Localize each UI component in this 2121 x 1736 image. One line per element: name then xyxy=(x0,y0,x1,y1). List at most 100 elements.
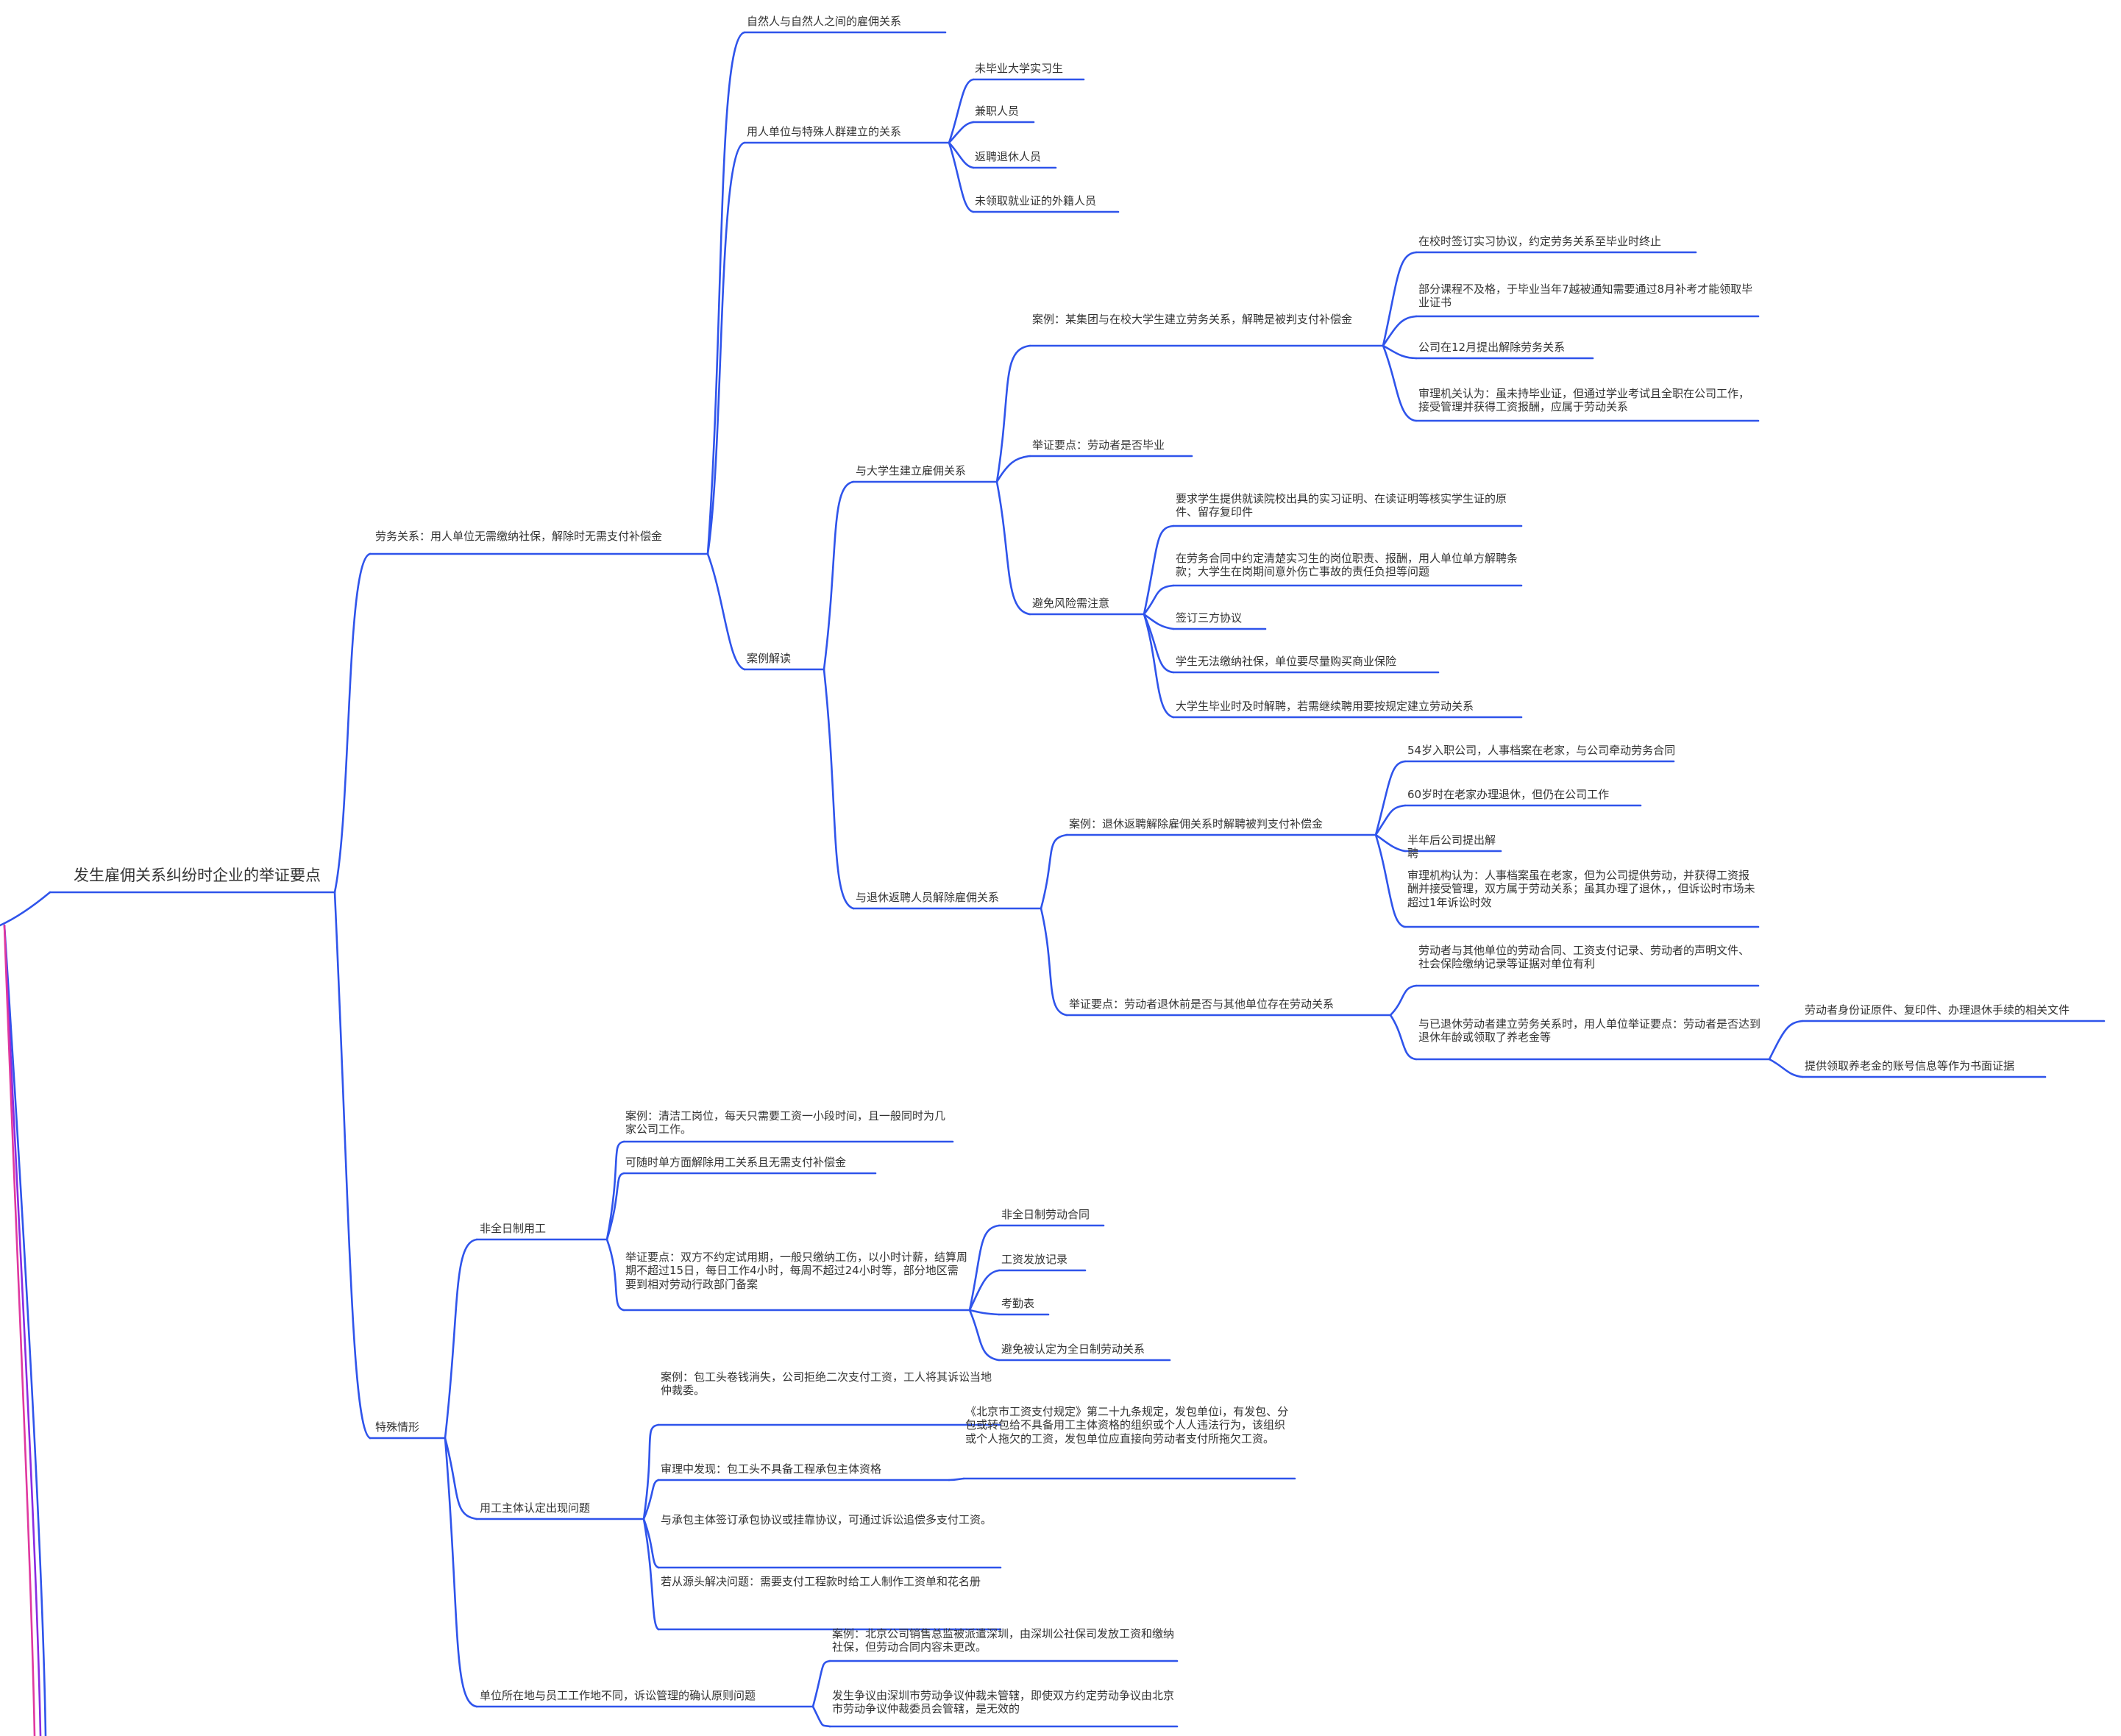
edge-em-trial xyxy=(642,1479,660,1520)
edge-left-branch-magenta xyxy=(3,924,36,1736)
edge-rtc-item2 xyxy=(1374,804,1407,836)
node-natural-person[interactable]: 自然人与自然人之间的雇佣关系 xyxy=(747,15,902,28)
node-risk-item[interactable]: 在劳务合同中约定清楚实习生的岗位职责、报酬，用人单位单方解聘条款；大学生在岗期间… xyxy=(1176,552,1518,579)
edge-stc-item2 xyxy=(1382,315,1418,347)
edge-labor-to-natural xyxy=(706,31,746,555)
edge-em-source xyxy=(642,1518,660,1631)
edge-pte-item3 xyxy=(968,1309,1001,1316)
edge-sg-item1 xyxy=(948,78,975,144)
node-students[interactable]: 与大学生建立雇佣关系 xyxy=(856,464,967,477)
edge-rtc-item3 xyxy=(1374,833,1407,853)
edge-pte-item4 xyxy=(968,1309,1001,1362)
edge-risk-item3 xyxy=(1143,613,1175,630)
node-retirees-evidence-item[interactable]: 劳动者与其他单位的劳动合同、工资支付记录、劳动者的声明文件、社会保险缴纳记录等证… xyxy=(1418,944,1750,971)
node-part-time-evidence[interactable]: 举证要点：双方不约定试用期，一般只缴纳工伤，以小时计薪，结算周期不超过15日，每… xyxy=(625,1251,968,1291)
node-special-groups-item[interactable]: 未领取就业证的外籍人员 xyxy=(975,194,1097,207)
edge-em-trial-rule xyxy=(948,1477,965,1481)
edge-stc-item3 xyxy=(1382,344,1418,360)
edge-risk-item1 xyxy=(1143,524,1175,616)
edge-labor-to-special-groups xyxy=(706,141,746,555)
node-retirees-evidence-subitem[interactable]: 劳动者身份证原件、复印件、办理退休手续的相关文件 xyxy=(1805,1003,2070,1017)
node-retirees-case-item[interactable]: 半年后公司提出解聘 xyxy=(1407,833,1496,861)
node-part-time-terminate[interactable]: 可随时单方面解除用工关系且无需支付补偿金 xyxy=(625,1156,847,1169)
node-labor-relations[interactable]: 劳务关系：用人单位无需缴纳社保，解除时无需支付补偿金 xyxy=(375,530,663,543)
edge-cs-to-retirees xyxy=(823,668,855,910)
node-retirees-evidence-subitem[interactable]: 提供领取养老金的账号信息等作为书面证据 xyxy=(1805,1059,2015,1072)
edge-st-to-evidence xyxy=(995,455,1031,483)
node-retirees-case-item[interactable]: 审理机构认为：人事档案虽在老家，但为公司提供劳动，并获得工资报酬并接受管理，双方… xyxy=(1407,869,1755,909)
node-part-time-evidence-item[interactable]: 考勤表 xyxy=(1001,1297,1035,1310)
edge-em-case xyxy=(642,1423,660,1520)
node-part-time-evidence-item[interactable]: 非全日制劳动合同 xyxy=(1001,1208,1090,1221)
edge-sg-item4 xyxy=(948,141,975,213)
node-students-case[interactable]: 案例：某集团与在校大学生建立劳务关系，解聘是被判支付补偿金 xyxy=(1032,313,1353,326)
edge-root-to-labor xyxy=(333,552,372,894)
edge-rt-to-evidence xyxy=(1040,907,1068,1017)
edge-loc-case xyxy=(811,1659,831,1708)
node-students-case-item[interactable]: 部分课程不及格，于毕业当年7越被通知需要通过8月补考才能领取毕业证书 xyxy=(1418,282,1753,310)
edge-pte-item1 xyxy=(968,1224,1001,1312)
edge-pt-case xyxy=(605,1140,625,1241)
edge-st-to-case xyxy=(995,344,1031,483)
node-employer-subject[interactable]: 用工主体认定出现问题 xyxy=(480,1501,591,1515)
node-case-study[interactable]: 案例解读 xyxy=(747,652,792,665)
edge-sg-item3 xyxy=(948,141,975,169)
node-risk-item[interactable]: 学生无法缴纳社保，单位要尽量购买商业保险 xyxy=(1176,655,1397,668)
edge-labor-to-case-study xyxy=(706,552,746,671)
edge-sp-to-employer xyxy=(444,1437,478,1520)
node-special-groups[interactable]: 用人单位与特殊人群建立的关系 xyxy=(747,125,902,138)
node-retirees-evidence-item[interactable]: 与已退休劳动者建立劳务关系时，用人单位举证要点：劳动者是否达到退休年龄或领取了养… xyxy=(1418,1017,1761,1045)
node-special-groups-item[interactable]: 返聘退休人员 xyxy=(975,150,1042,163)
node-part-time-case[interactable]: 案例：清洁工岗位，每天只需要工资一小段时间，且一般同时为几家公司工作。 xyxy=(625,1109,946,1136)
node-risk-item[interactable]: 大学生毕业时及时解聘，若需继续聘用要按规定建立劳动关系 xyxy=(1176,700,1474,713)
node-location-case[interactable]: 案例：北京公司销售总监被派遣深圳，由深圳公社保司发放工资和缴纳社保，但劳动合同内… xyxy=(832,1627,1175,1654)
edge-sp-to-part-time xyxy=(444,1238,478,1440)
edge-sp-to-location xyxy=(444,1437,478,1708)
node-special-groups-item[interactable]: 兼职人员 xyxy=(975,104,1020,118)
edge-pte-item2 xyxy=(968,1269,1001,1312)
node-employer-contract[interactable]: 与承包主体签订承包协议或挂靠协议，可通过诉讼追偿多支付工资。 xyxy=(661,1513,992,1526)
node-students-case-item[interactable]: 公司在12月提出解除劳务关系 xyxy=(1418,341,1566,354)
node-root[interactable]: 发生雇佣关系纠纷时企业的举证要点 xyxy=(74,867,321,884)
edge-risk-item5 xyxy=(1143,613,1175,719)
node-part-time-evidence-item[interactable]: 工资发放记录 xyxy=(1001,1253,1068,1266)
node-part-time-evidence-item[interactable]: 避免被认定为全日制劳动关系 xyxy=(1001,1342,1145,1356)
node-students-case-item[interactable]: 审理机关认为：虽未持毕业证，但通过学业考试且全职在公司工作，接受管理并获得工资报… xyxy=(1418,387,1750,414)
edge-root-to-special xyxy=(333,891,372,1440)
node-employer-trial[interactable]: 审理中发现：包工头不具备工程承包主体资格 xyxy=(661,1462,882,1476)
node-risk-item[interactable]: 要求学生提供就读院校出具的实习证明、在读证明等核实学生证的原件、留存复印件 xyxy=(1176,492,1507,519)
node-location[interactable]: 单位所在地与员工工作地不同，诉讼管理的确认原则问题 xyxy=(480,1689,756,1702)
node-location-result[interactable]: 发生争议由深圳市劳动争议仲裁未管辖，即使双方约定劳动争议由北京市劳动争议仲裁委员… xyxy=(832,1689,1175,1716)
edge-stc-item1 xyxy=(1382,251,1418,347)
edge-loc-result xyxy=(811,1705,831,1728)
edge-cs-to-students xyxy=(823,480,855,671)
edge-rt-to-case xyxy=(1040,833,1068,910)
node-retirees-case-item[interactable]: 60岁时在老家办理退休，但仍在公司工作 xyxy=(1407,788,1610,801)
node-retirees-evidence[interactable]: 举证要点：劳动者退休前是否与其他单位存在劳动关系 xyxy=(1069,997,1335,1011)
node-employer-source[interactable]: 若从源头解决问题：需要支付工程款时给工人制作工资单和花名册 xyxy=(661,1575,981,1588)
edge-left-branch-purple xyxy=(3,924,42,1736)
edge-rte2-sub2 xyxy=(1768,1058,1804,1078)
node-employer-case[interactable]: 案例：包工头卷钱消失，公司拒绝二次支付工资，工人将其诉讼当地仲裁委。 xyxy=(661,1370,992,1398)
edge-risk-item4 xyxy=(1143,613,1175,674)
edge-rte-item1 xyxy=(1389,984,1418,1017)
node-employer-trial-rule[interactable]: 《北京市工资支付规定》第二十九条规定，发包单位i，有发包、分包或转包给不具备用工… xyxy=(965,1405,1289,1445)
edge-root-left-stub xyxy=(0,891,51,927)
edge-pt-evidence xyxy=(605,1238,625,1312)
node-students-case-item[interactable]: 在校时签订实习协议，约定劳务关系至毕业时终止 xyxy=(1418,235,1662,248)
node-special-cases[interactable]: 特殊情形 xyxy=(375,1420,420,1434)
node-retirees[interactable]: 与退休返聘人员解除雇佣关系 xyxy=(856,891,1000,904)
node-risk-item[interactable]: 签订三方协议 xyxy=(1176,611,1243,625)
edge-rte-item2 xyxy=(1389,1014,1418,1061)
edge-risk-item2 xyxy=(1143,584,1175,616)
node-students-evidence[interactable]: 举证要点：劳动者是否毕业 xyxy=(1032,438,1165,452)
edge-sg-item2 xyxy=(948,121,975,144)
node-retirees-case-item[interactable]: 54岁入职公司，人事档案在老家，与公司牵动劳务合同 xyxy=(1407,744,1676,757)
node-special-groups-item[interactable]: 未毕业大学实习生 xyxy=(975,62,1064,75)
edge-stc-item4 xyxy=(1382,344,1418,422)
node-retirees-case[interactable]: 案例：退休返聘解除雇佣关系时解聘被判支付补偿金 xyxy=(1069,817,1324,830)
node-part-time[interactable]: 非全日制用工 xyxy=(480,1222,547,1235)
node-students-risk[interactable]: 避免风险需注意 xyxy=(1032,597,1110,610)
